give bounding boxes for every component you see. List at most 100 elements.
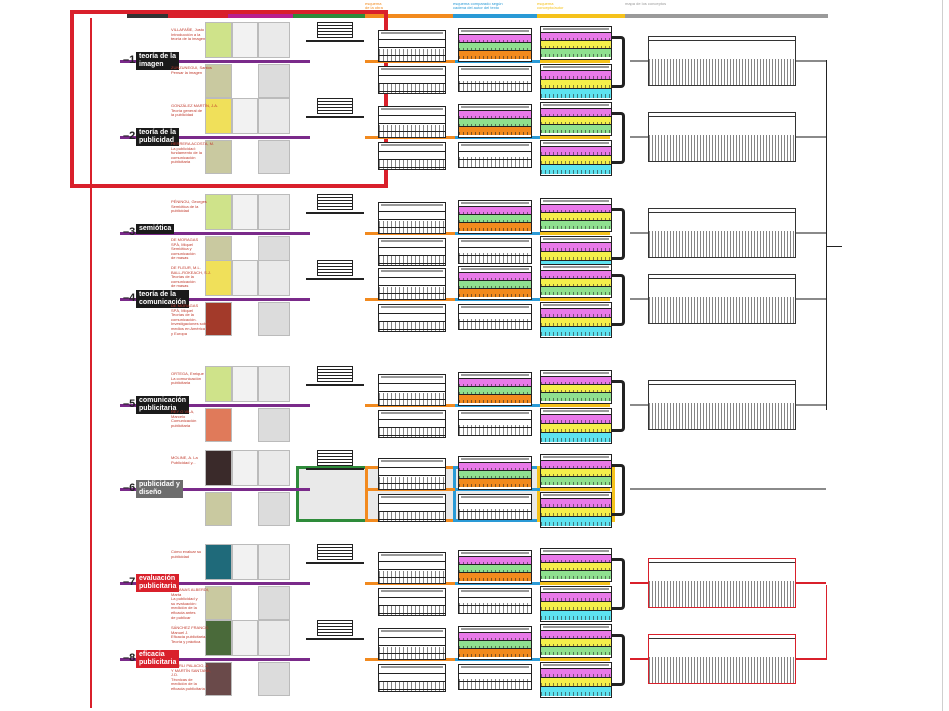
row-2-concept-scheme-1[interactable] [540, 102, 612, 136]
row-4-page-scan-1[interactable] [232, 260, 258, 296]
row-3-topic[interactable]: semiótica [136, 224, 175, 234]
row-4-page-scan-3[interactable] [258, 302, 290, 336]
row-2-work-scheme-2[interactable] [378, 142, 446, 170]
row-2-comparison-scheme-2[interactable] [458, 142, 532, 168]
row-2-topic[interactable]: teoría de la publicidad [136, 128, 179, 146]
row-2-work-scheme-1[interactable] [378, 106, 446, 138]
row-4-work-scheme-1[interactable] [378, 268, 446, 300]
row-6-concept-scheme-1[interactable] [540, 454, 612, 488]
row-1-comparison-scheme-2[interactable] [458, 66, 532, 92]
row-3-concept-scheme-1[interactable] [540, 198, 612, 232]
row-7-work-scheme-2[interactable] [378, 588, 446, 616]
row-3-page-scan-2[interactable] [258, 194, 290, 230]
row-2-summary-stack[interactable] [306, 98, 364, 118]
row-6-page-scan-1[interactable] [232, 450, 258, 486]
row-4-comparison-scheme-1[interactable] [458, 266, 532, 300]
row-8-book-cover-2[interactable] [205, 662, 232, 696]
row-5-concept-scheme-1[interactable] [540, 370, 612, 404]
row-3-comparison-scheme-1[interactable] [458, 200, 532, 234]
row-8-concept-scheme-2[interactable] [540, 662, 612, 698]
row-6-book-cover-1[interactable] [205, 450, 232, 486]
row-8-book-cover-1[interactable] [205, 620, 232, 656]
row-5-work-scheme-2[interactable] [378, 410, 446, 438]
row-4-book-cover-1[interactable] [205, 260, 232, 296]
row-2-page-scan-1[interactable] [232, 98, 258, 134]
row-8-comparison-scheme-2[interactable] [458, 664, 532, 690]
row-3-summary-stack[interactable] [306, 194, 364, 214]
row-3-comparison-scheme-2[interactable] [458, 238, 532, 264]
row-1-concept-scheme-1[interactable] [540, 26, 612, 60]
row-8-topic[interactable]: eficacia publicitaria [136, 650, 180, 668]
row-8-concept-map[interactable] [648, 634, 796, 684]
row-5-comparison-scheme-2[interactable] [458, 410, 532, 436]
row-3-concept-map[interactable] [648, 208, 796, 258]
row-5-page-scan-2[interactable] [258, 366, 290, 402]
row-1-page-scan-3[interactable] [258, 64, 290, 98]
row-1-concept-scheme-2[interactable] [540, 64, 612, 100]
row-1-summary-stack[interactable] [306, 22, 364, 42]
row-1-topic[interactable]: teoría de la imagen [136, 52, 179, 70]
row-4-book-cover-2[interactable] [205, 302, 232, 336]
row-5-page-scan-1[interactable] [232, 366, 258, 402]
row-6-comparison-scheme-1[interactable] [458, 456, 532, 490]
row-1-book-cover-1[interactable] [205, 22, 232, 58]
row-1-book-cover-2[interactable] [205, 64, 232, 98]
row-4-concept-scheme-2[interactable] [540, 302, 612, 338]
row-4-page-scan-2[interactable] [258, 260, 290, 296]
row-5-concept-scheme-2[interactable] [540, 408, 612, 444]
row-8-work-scheme-1[interactable] [378, 628, 446, 660]
row-3-work-scheme-2[interactable] [378, 238, 446, 266]
row-2-page-scan-3[interactable] [258, 140, 290, 174]
row-8-comparison-scheme-1[interactable] [458, 626, 532, 660]
row-8-page-scan-2[interactable] [258, 620, 290, 656]
row-5-summary-stack[interactable] [306, 366, 364, 386]
row-3-book-cover-1[interactable] [205, 194, 232, 230]
row-1-comparison-scheme-1[interactable] [458, 28, 532, 62]
row-7-work-scheme-1[interactable] [378, 552, 446, 584]
row-7-concept-scheme-2[interactable] [540, 586, 612, 622]
row-6-topic[interactable]: publicidad y diseño [136, 480, 183, 498]
row-2-book-cover-1[interactable] [205, 98, 232, 134]
row-7-page-scan-1[interactable] [232, 544, 258, 580]
row-2-concept-map[interactable] [648, 112, 796, 162]
row-7-concept-map[interactable] [648, 558, 796, 608]
row-1-work-scheme-2[interactable] [378, 66, 446, 94]
row-5-book-cover-1[interactable] [205, 366, 232, 402]
row-7-comparison-scheme-1[interactable] [458, 550, 532, 584]
row-8-summary-stack[interactable] [306, 620, 364, 640]
row-5-page-scan-3[interactable] [258, 408, 290, 442]
row-7-topic[interactable]: evaluación publicitaria [136, 574, 180, 592]
row-5-book-cover-2[interactable] [205, 408, 232, 442]
row-6-page-scan-3[interactable] [258, 492, 290, 526]
row-7-page-scan-3[interactable] [258, 586, 290, 620]
row-6-book-cover-2[interactable] [205, 492, 232, 526]
row-5-topic[interactable]: comunicación publicitaria [136, 396, 190, 414]
row-3-page-scan-1[interactable] [232, 194, 258, 230]
row-8-work-scheme-2[interactable] [378, 664, 446, 692]
row-7-book-cover-1[interactable] [205, 544, 232, 580]
row-5-comparison-scheme-1[interactable] [458, 372, 532, 406]
row-4-work-scheme-2[interactable] [378, 304, 446, 332]
row-1-work-scheme-1[interactable] [378, 30, 446, 62]
row-5-work-scheme-1[interactable] [378, 374, 446, 406]
row-6-concept-scheme-2[interactable] [540, 492, 612, 528]
row-2-book-cover-2[interactable] [205, 140, 232, 174]
row-4-concept-map[interactable] [648, 274, 796, 324]
row-4-topic[interactable]: teoría de la comunicación [136, 290, 190, 308]
row-8-page-scan-1[interactable] [232, 620, 258, 656]
row-8-concept-scheme-1[interactable] [540, 624, 612, 658]
row-7-comparison-scheme-2[interactable] [458, 588, 532, 614]
row-6-work-scheme-1[interactable] [378, 458, 446, 490]
row-1-page-scan-1[interactable] [232, 22, 258, 58]
row-4-concept-scheme-1[interactable] [540, 264, 612, 298]
row-2-page-scan-2[interactable] [258, 98, 290, 134]
row-2-comparison-scheme-1[interactable] [458, 104, 532, 138]
row-6-work-scheme-2[interactable] [378, 494, 446, 522]
row-6-comparison-scheme-2[interactable] [458, 494, 532, 520]
row-4-summary-stack[interactable] [306, 260, 364, 280]
row-2-concept-scheme-2[interactable] [540, 140, 612, 176]
row-1-page-scan-2[interactable] [258, 22, 290, 58]
row-3-work-scheme-1[interactable] [378, 202, 446, 234]
row-7-concept-scheme-1[interactable] [540, 548, 612, 582]
row-7-summary-stack[interactable] [306, 544, 364, 564]
